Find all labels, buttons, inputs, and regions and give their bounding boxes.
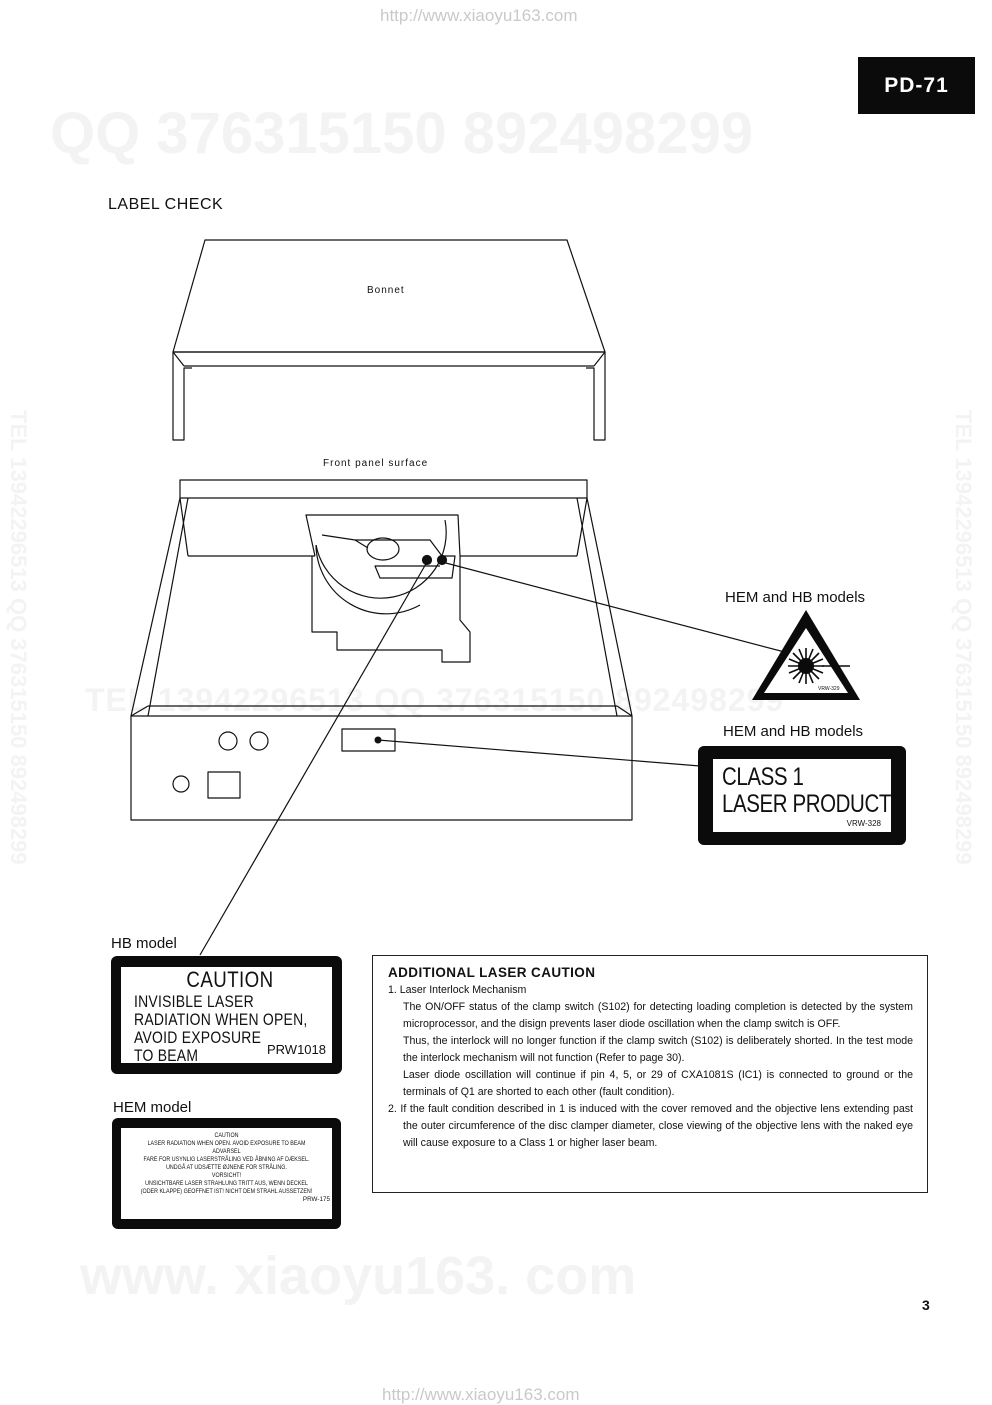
caution-item2: 2. If the fault condition described in 1… [388, 1103, 913, 1149]
hb-model-caption: HB model [111, 935, 177, 952]
caution-panel-title: ADDITIONAL LASER CAUTION [388, 965, 596, 980]
hb-caution-line2: RADIATION WHEN OPEN, [134, 1010, 308, 1029]
laser-warning-triangle-icon [752, 610, 860, 700]
section-title: LABEL CHECK [108, 196, 224, 213]
caution-item1-heading: 1. Laser Interlock Mechanism [388, 984, 527, 996]
hb-caution-line4: TO BEAM [134, 1046, 199, 1065]
footer-url[interactable]: http://www.xiaoyu163.com [382, 1385, 580, 1404]
hb-caution-title: CAUTION [186, 967, 274, 992]
caution-item1-p3: Laser diode oscillation will continue if… [403, 1069, 913, 1098]
hem-caution-l3: ADVARSEL [212, 1148, 241, 1155]
tray-mechanism-drawing [305, 514, 471, 663]
hem-caution-l9: PRW-175 [302, 1196, 330, 1203]
header-url[interactable]: http://www.xiaoyu163.com [380, 6, 578, 25]
hem-caution-l6: VORSICHT! [211, 1172, 242, 1179]
hem-caution-l8: (ODER KLAPPE) GEOFFNET IST! NICHT DEM ST… [140, 1188, 313, 1195]
hem-caution-l5: UNDGÅ AT UDSÆTTE ØJNENE FOR STRÅLING. [166, 1164, 287, 1171]
watermark-middle: TEL 13942296513 QQ 376315150 892498299 [85, 682, 785, 718]
hem-caution-l2: LASER RADIATION WHEN OPEN. AVOID EXPOSUR… [147, 1140, 306, 1147]
hem-model-caption: HEM model [113, 1099, 192, 1116]
hem-caution-label: CAUTION LASER RADIATION WHEN OPEN. AVOID… [112, 1118, 341, 1229]
page-number: 3 [922, 1297, 930, 1313]
hb-caution-line3: AVOID EXPOSURE [134, 1028, 262, 1047]
hb-caution-code: PRW1018 [266, 1042, 326, 1057]
watermark-side-left: TEL 13942296513 QQ 376315150 892498299 [6, 410, 31, 865]
hb-caution-line1: INVISIBLE LASER [134, 992, 254, 1011]
hem-caution-l1: CAUTION [214, 1132, 239, 1139]
class1-line1: CLASS 1 [722, 763, 804, 791]
watermark-side-right: TEL 13942296513 QQ 376315150 892498299 [951, 410, 976, 865]
bonnet-label: Bonnet [367, 285, 405, 296]
hem-caution-l7: UNSICHTBARE LASER STRAHLUNG TRITT AUS, W… [145, 1180, 308, 1187]
model-tab: PD-71 [858, 57, 975, 114]
watermark-top: QQ 376315150 892498299 [50, 101, 754, 166]
bonnet-drawing [172, 239, 606, 441]
caution-item1-p1: The ON/OFF status of the clamp switch (S… [403, 1001, 913, 1030]
front-panel-label: Front panel surface [323, 458, 429, 469]
class1-code: VRW-328 [846, 819, 881, 828]
hem-caution-l4: FARE FOR USYNLIG LASERSTRÅLING VED ÅBNIN… [143, 1156, 310, 1163]
hem-hb-triangle-caption: HEM and HB models [725, 589, 866, 606]
additional-laser-caution-panel: ADDITIONAL LASER CAUTION 1. Laser Interl… [372, 955, 928, 1193]
caution-item1-p2: Thus, the interlock will no longer funct… [403, 1035, 913, 1064]
hem-hb-class-caption: HEM and HB models [723, 723, 864, 740]
leader-lines [199, 561, 797, 956]
chassis-drawing [130, 479, 633, 821]
hb-caution-label: CAUTION INVISIBLE LASER RADIATION WHEN O… [111, 956, 342, 1074]
panel-label-dot [374, 736, 382, 744]
triangle-label-code: VRW-329 [818, 686, 840, 692]
class1-laser-label: CLASS 1 LASER PRODUCT VRW-328 [698, 746, 906, 845]
class1-line2: LASER PRODUCT [722, 790, 891, 818]
watermark-bottom: www. xiaoyu163. com [80, 1246, 637, 1306]
